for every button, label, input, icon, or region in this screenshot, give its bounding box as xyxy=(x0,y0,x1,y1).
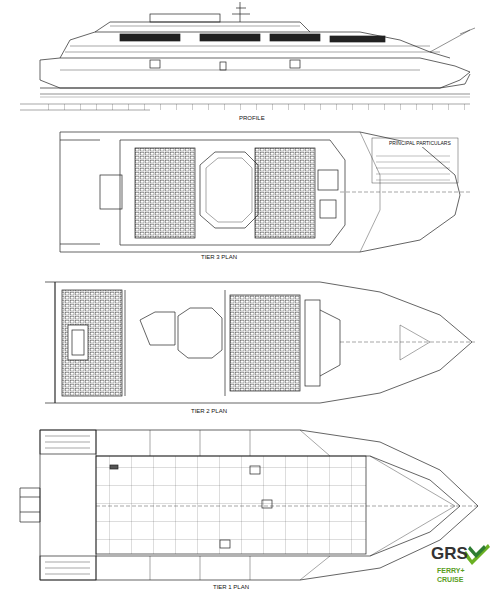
logo-text: GRS xyxy=(430,545,469,564)
view-title: TIER 2 PLAN xyxy=(190,408,228,415)
view-title: PROFILE xyxy=(238,115,266,122)
tier-2-plan xyxy=(45,282,475,403)
table-heading: PRINCIPAL PARTICULARS xyxy=(388,141,452,147)
logo-text: FERRY+ xyxy=(436,567,466,575)
tier-3-plan xyxy=(60,132,470,252)
view-title: TIER 3 PLAN xyxy=(200,254,238,261)
view-title: TIER 1 PLAN xyxy=(212,584,250,591)
logo-text: CRUISE xyxy=(436,576,464,584)
profile-view xyxy=(20,2,475,110)
tier-1-plan xyxy=(20,430,478,580)
